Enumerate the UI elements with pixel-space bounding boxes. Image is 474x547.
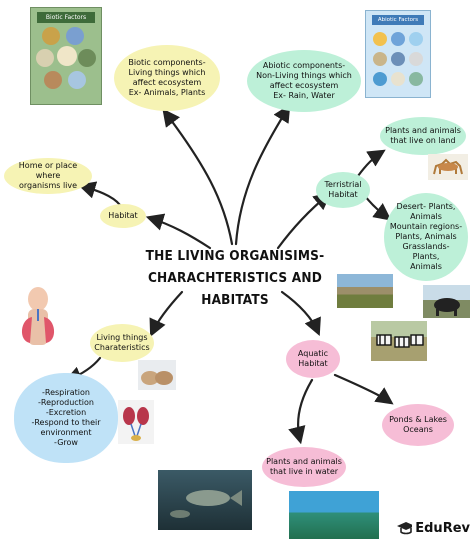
arrow-terristrial-to-land xyxy=(356,149,386,178)
desert-line-2: Animals xyxy=(410,212,442,221)
yak-icon xyxy=(434,298,460,316)
plants-water-line-2: that live in water xyxy=(269,467,339,476)
biotic-poster-circles xyxy=(36,27,96,89)
terristrial-line-2: Habitat xyxy=(328,190,358,199)
terristrial-habitat-node: Terristrial Habitat xyxy=(316,172,370,208)
title-line-1: THE LIVING ORGANISIMS- xyxy=(145,248,325,264)
biotic-line-3: affect ecosystem xyxy=(132,78,202,87)
plants-in-water-node: Plants and animals that live in water xyxy=(262,447,346,487)
abiotic-components-node: Abiotic components- Non-Living things wh… xyxy=(247,50,361,112)
ponds-line-1: Ponds & Lakes xyxy=(389,415,447,424)
abiotic-factors-poster: Abiotic Factors xyxy=(365,10,431,98)
living-things-characteristics-node: Living things Charateristics xyxy=(90,324,154,362)
biotic-line-4: Ex- Animals, Plants xyxy=(128,88,206,97)
desert-line-5: Grasslands- Plants, xyxy=(402,242,450,261)
hamster-icon xyxy=(141,371,173,385)
respiratory-system-diagram xyxy=(6,283,70,353)
desert-line-6: Animals xyxy=(410,262,442,271)
biotic-factors-poster: Biotic Factors xyxy=(30,7,102,105)
yak-photo xyxy=(423,285,470,318)
arrow-terristrial-to-desert xyxy=(363,194,392,221)
char-item-respond: -Respond to their xyxy=(31,418,101,427)
zebras-photo xyxy=(371,321,427,361)
char-item-respiration: -Respiration xyxy=(42,388,90,397)
plants-land-line-2: that live on land xyxy=(390,136,456,145)
biotic-line-2: Living things which xyxy=(128,68,206,77)
arrow-to-aquatic xyxy=(280,290,321,337)
arrow-aquatic-to-ponds xyxy=(333,373,394,405)
desert-line-4: Plants, Animals xyxy=(395,232,457,241)
camel-icon xyxy=(433,158,463,175)
fish-icon xyxy=(170,490,242,518)
plants-land-line-1: Plants and animals xyxy=(385,126,461,135)
plants-water-line-1: Plants and animals xyxy=(266,457,342,466)
char-item-grow: -Grow xyxy=(54,438,78,447)
graduation-cap-icon xyxy=(397,522,413,535)
char-item-environment: environment xyxy=(40,428,92,437)
main-title: THE LIVING ORGANISIMS- CHARACHTERISTICS … xyxy=(135,245,335,311)
arrow-to-abiotic xyxy=(234,104,291,246)
characteristics-list-node: -Respiration -Reproduction -Excretion -R… xyxy=(14,373,118,463)
desert-line-1: Desert- Plants, xyxy=(396,202,456,211)
arrow-to-living-char xyxy=(149,290,184,337)
edurev-brand-text: EduRev xyxy=(415,520,470,536)
excretory-system-diagram xyxy=(118,400,154,444)
living-char-line-1: Living things xyxy=(96,333,148,342)
aquatic-habitat-node: Aquatic Habitat xyxy=(286,340,340,378)
desert-line-3: Mountain regions- xyxy=(389,222,463,231)
habitat-node: Habitat xyxy=(100,204,146,228)
camel-photo xyxy=(428,154,468,180)
title-line-2: CHARACHTERISTICS AND xyxy=(147,270,323,286)
terrestrial-examples-node: Desert- Plants, Animals Mountain regions… xyxy=(384,193,468,281)
edurev-logo: EduRev xyxy=(396,516,470,540)
ponds-lakes-oceans-node: Ponds & Lakes Oceans xyxy=(382,404,454,446)
abiotic-line-4: Ex- Rain, Water xyxy=(273,91,335,100)
abiotic-line-1: Abiotic components- xyxy=(262,61,346,70)
biotic-components-node: Biotic components- Living things which a… xyxy=(114,45,220,111)
terristrial-line-1: Terristrial xyxy=(324,180,362,189)
abiotic-line-2: Non-Living things which xyxy=(256,71,352,80)
char-item-reproduction: -Reproduction xyxy=(38,398,94,407)
abiotic-poster-circles xyxy=(373,32,423,86)
plants-on-land-node: Plants and animals that live on land xyxy=(380,117,466,155)
seagrass-ocean-photo xyxy=(289,491,379,539)
arrow-to-habitat xyxy=(145,213,212,250)
char-item-excretion: -Excretion xyxy=(45,408,87,417)
arrow-aquatic-to-water xyxy=(288,378,314,445)
zebra-icon xyxy=(376,334,424,348)
fish-underwater-photo xyxy=(158,470,252,530)
arrow-habitat-to-home xyxy=(77,181,122,207)
habitat-label: Habitat xyxy=(108,211,138,220)
abiotic-line-3: affect ecosystem xyxy=(269,81,339,90)
kidney-icon xyxy=(123,407,149,441)
aquatic-line-1: Aquatic xyxy=(297,349,329,358)
home-line-2: organisms live xyxy=(18,181,78,190)
lungs-icon xyxy=(21,287,55,345)
home-line-1: Home or place where xyxy=(18,161,78,180)
ponds-line-2: Oceans xyxy=(403,425,433,434)
aquatic-line-2: Habitat xyxy=(298,359,328,368)
home-or-place-node: Home or place where organisms live xyxy=(4,158,92,194)
arrow-to-biotic xyxy=(162,108,234,246)
title-line-3: HABITATS xyxy=(201,292,269,308)
abiotic-poster-title: Abiotic Factors xyxy=(372,15,424,25)
grassland-photo xyxy=(337,274,393,308)
biotic-line-1: Biotic components- xyxy=(128,58,206,67)
living-char-line-2: Charateristics xyxy=(94,343,150,352)
arrow-to-terristrial xyxy=(276,192,332,250)
biotic-poster-title: Biotic Factors xyxy=(37,12,95,23)
hamsters-photo xyxy=(138,360,176,390)
